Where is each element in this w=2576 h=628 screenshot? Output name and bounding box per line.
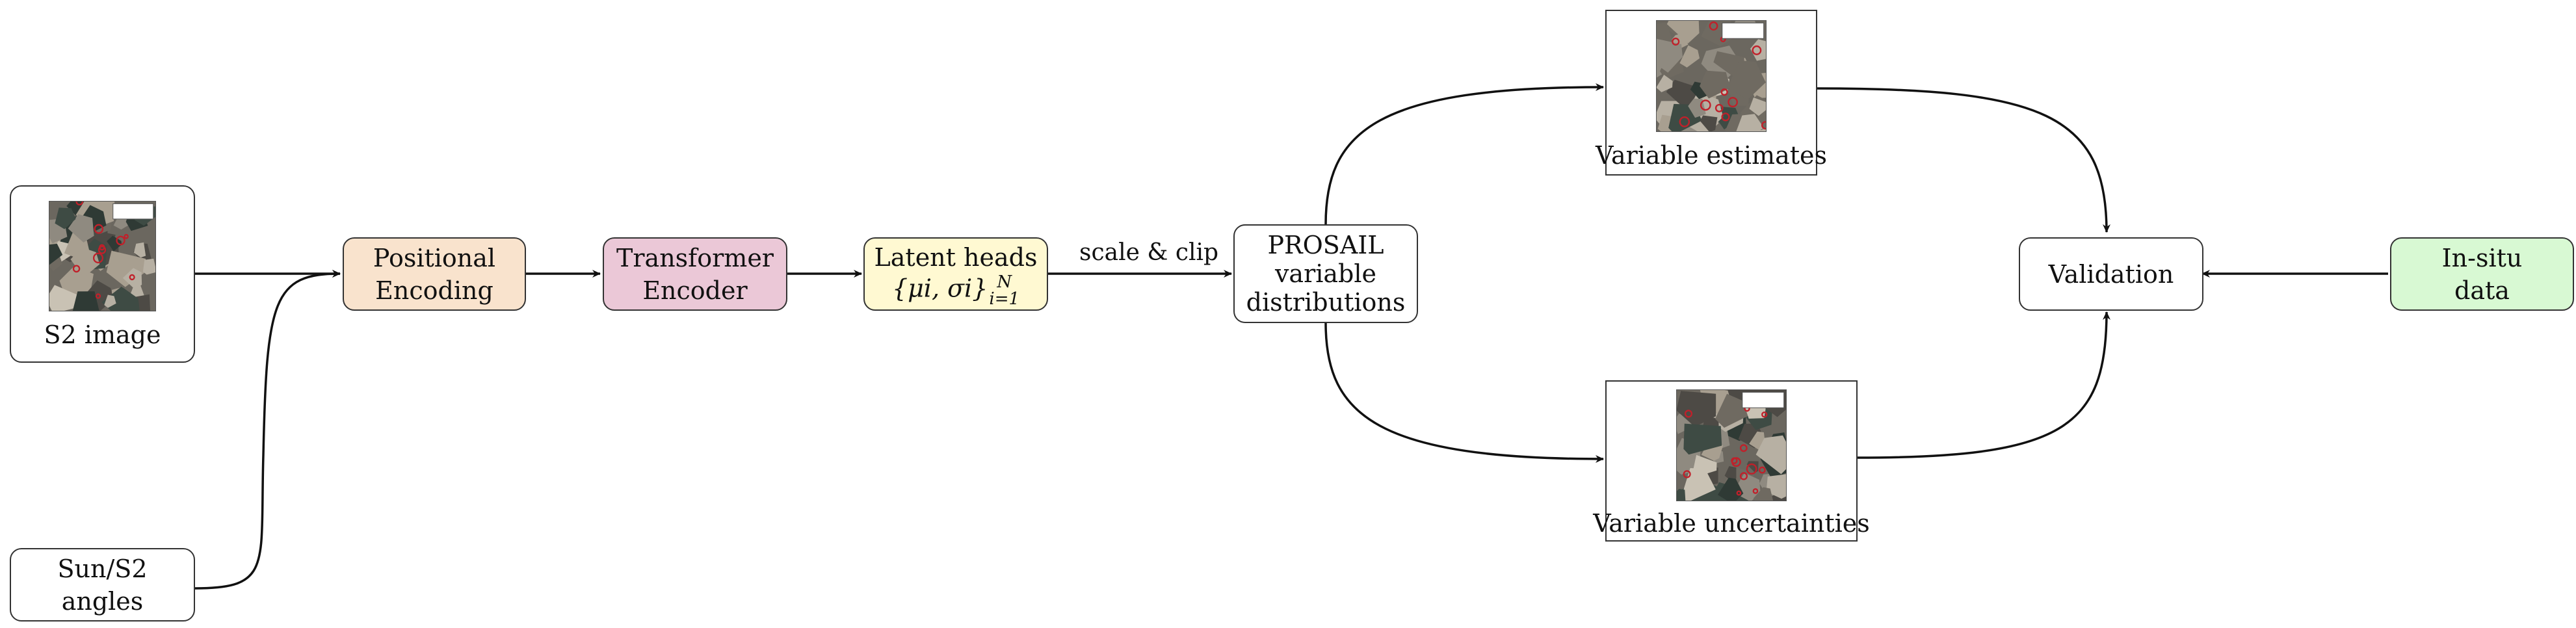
prosail-line3: distributions xyxy=(1246,288,1406,317)
edge-prosail-to-estimates xyxy=(1324,83,1604,225)
validation-label: Validation xyxy=(2048,259,2174,289)
transformer-encoder-line2: Encoder xyxy=(642,276,748,305)
validation-node: Validation xyxy=(2019,237,2203,311)
satellite-map-graphic xyxy=(1677,390,1786,501)
variable-estimates-node: Variable estimates xyxy=(1596,10,1827,176)
sun-angles-node: Sun/S2 angles xyxy=(10,548,195,621)
edge-estimates-to-validation xyxy=(1817,87,2110,233)
prosail-node: PROSAIL variable distributions xyxy=(1233,224,1418,323)
satellite-map-thumbnail-icon xyxy=(1656,20,1767,132)
latent-heads-sub: i=1 xyxy=(989,289,1020,309)
variable-uncertainties-node: Variable uncertainties xyxy=(1593,380,1870,542)
edge-uncertainties-to-validation xyxy=(1857,311,2110,459)
s2-image-node: S2 image xyxy=(10,185,195,363)
positional-encoding-line2: Encoding xyxy=(375,276,493,305)
latent-heads-sup: N xyxy=(997,272,1012,292)
positional-encoding-node: Positional Encoding xyxy=(343,237,526,311)
in-situ-line2: data xyxy=(2454,276,2510,305)
transformer-encoder-line1: Transformer xyxy=(616,243,774,272)
latent-heads-math: {μi, σi} xyxy=(891,274,988,302)
sun-angles-line2: angles xyxy=(61,586,144,616)
satellite-map-thumbnail-icon xyxy=(1676,389,1787,501)
positional-encoding-line1: Positional xyxy=(373,243,496,272)
s2-image-label: S2 image xyxy=(44,321,161,349)
edge-angles-to-positional xyxy=(194,270,341,590)
transformer-encoder-node: Transformer Encoder xyxy=(603,237,787,311)
in-situ-line1: In-situ xyxy=(2441,243,2523,272)
variable-estimates-label: Variable estimates xyxy=(1596,141,1827,170)
satellite-map-graphic xyxy=(1657,21,1766,131)
edge-prosail-to-uncertainties xyxy=(1324,322,1604,463)
scale-clip-label: scale & clip xyxy=(1079,239,1219,266)
latent-heads-line1: Latent heads xyxy=(874,242,1038,272)
prosail-line1: PROSAIL xyxy=(1267,231,1384,259)
in-situ-node: In-situ data xyxy=(2390,237,2574,311)
variable-uncertainties-label: Variable uncertainties xyxy=(1593,509,1870,538)
satellite-map-graphic xyxy=(49,202,155,311)
prosail-line2: variable xyxy=(1274,259,1377,288)
satellite-map-thumbnail-icon xyxy=(49,201,156,311)
sun-angles-line1: Sun/S2 xyxy=(57,554,148,583)
